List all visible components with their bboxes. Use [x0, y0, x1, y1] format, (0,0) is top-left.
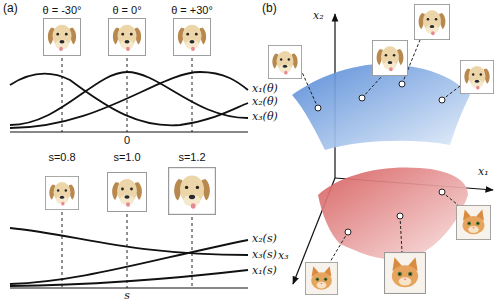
scale-label: s=1.2: [178, 151, 205, 163]
axis-line: [10, 132, 248, 133]
axis-label: x₃: [278, 250, 289, 262]
panel-letter: (a): [3, 2, 18, 15]
axis-label: s: [124, 290, 130, 302]
leader-lines: [302, 40, 460, 262]
angle-label: θ = +30°: [171, 4, 213, 16]
axis-label: x₁: [478, 166, 489, 178]
scale-label: s=1.0: [113, 151, 140, 163]
tuning-curves: [10, 228, 248, 286]
cat-manifold: [318, 167, 468, 260]
scale-label: s=0.8: [48, 151, 75, 163]
panel-letter: (b): [262, 2, 277, 15]
curve-label: x₁(θ): [252, 83, 278, 95]
axis-tick: 0: [124, 134, 130, 146]
dog-manifold: [292, 64, 470, 150]
curve-label: x₃(θ): [252, 111, 278, 123]
axis-label: x₂: [313, 10, 324, 22]
manifold-images: [268, 4, 493, 294]
curve-label: x₂(θ): [252, 96, 278, 108]
curve-label: x₃(s): [252, 249, 277, 261]
angle-label: θ = 0°: [112, 4, 141, 16]
axes-3d: [293, 14, 493, 284]
angle-label: θ = -30°: [43, 4, 82, 16]
tuning-curves: [10, 72, 248, 128]
scale-images: [45, 168, 215, 215]
sample-points: [315, 81, 445, 235]
curve-label: x₁(s): [252, 265, 277, 277]
rotation-images: [43, 18, 210, 55]
curve-label: x₂(s): [252, 233, 277, 245]
axis-line: [10, 288, 248, 289]
